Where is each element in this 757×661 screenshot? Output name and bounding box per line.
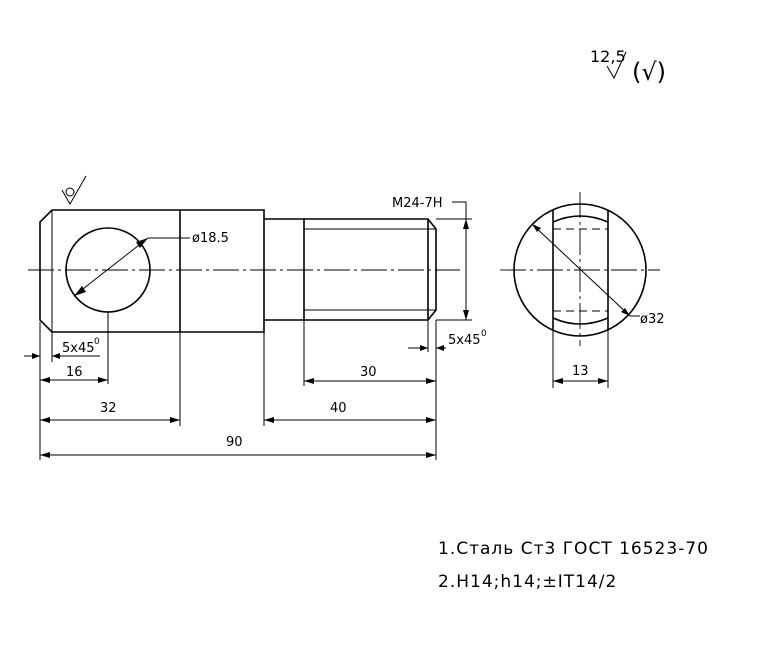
dim-40-label: 40 — [330, 401, 347, 416]
roughness-value: 12,5 — [590, 47, 626, 66]
dim-30-label: 30 — [360, 365, 377, 380]
chamfer-right-degree: 0 — [481, 329, 487, 339]
dim-30-arrow-2 — [426, 378, 436, 384]
thread-arrow-bottom — [463, 310, 469, 320]
dim-16-label: 16 — [66, 365, 83, 380]
dim-90-arrow-1 — [40, 452, 50, 458]
dimension-30: 30 — [304, 365, 436, 384]
dimension-32: 32 — [40, 401, 180, 423]
dim-30-arrow-1 — [304, 378, 314, 384]
chamfer-right-label: 5x45 — [448, 333, 481, 348]
dim-90-arrow-2 — [426, 452, 436, 458]
dim-16-arrow-2 — [98, 377, 108, 383]
general-roughness-symbol: 12,5 (√) — [590, 47, 666, 86]
thread-outline — [304, 218, 437, 321]
chamfer-left-label: 5x45 — [62, 341, 95, 356]
chamfer-right-dimension: 5x45 0 — [408, 320, 487, 352]
dim-32-label: 32 — [100, 401, 117, 416]
dim-90-label: 90 — [226, 435, 243, 450]
dimension-90: 90 — [40, 435, 436, 458]
hole-arrow-1 — [74, 286, 86, 296]
section-diameter-line — [531, 223, 631, 317]
surface-circle-icon — [65, 187, 75, 197]
chamfer-left-degree: 0 — [94, 337, 100, 347]
dimension-40: 40 — [264, 401, 436, 423]
head-outline — [39, 209, 265, 333]
surface-roughness-sign — [61, 175, 87, 206]
roughness-check-icon — [606, 51, 627, 80]
section-arrow-1 — [532, 224, 541, 232]
hole-arrow-2 — [136, 238, 148, 248]
dim-40-arrow-1 — [264, 417, 274, 423]
chamfer-left-arrow-1 — [32, 353, 40, 359]
note-tolerances: 2.H14;h14;±IT14/2 — [438, 572, 617, 592]
section-outer-circle — [513, 203, 647, 337]
chamfer-left-arrow-2 — [52, 353, 60, 359]
thread-arrow-top — [463, 219, 469, 229]
surface-check-icon — [61, 175, 87, 206]
section-arc-bottom — [552, 317, 609, 325]
section-view: ø32 13 — [500, 192, 665, 388]
dim-32-arrow-1 — [40, 417, 50, 423]
technical-notes: 1.Сталь Ст3 ГОСТ 16523-70 2.H14;h14;±IT1… — [438, 539, 709, 592]
chamfer-right-arrow-2 — [436, 345, 444, 351]
section-dim-arrow-2 — [598, 378, 608, 384]
thread-label: M24-7H — [392, 196, 443, 211]
hole-diameter-dimension: ø18.5 — [73, 231, 229, 297]
dim-32-arrow-2 — [170, 417, 180, 423]
thread-dimension: M24-7H — [392, 196, 472, 321]
section-arrow-2 — [621, 308, 630, 316]
note-material: 1.Сталь Ст3 ГОСТ 16523-70 — [438, 539, 709, 559]
section-arc-top — [552, 215, 609, 223]
chamfer-right-arrow-1 — [420, 345, 428, 351]
dimension-16: 16 — [40, 365, 108, 383]
section-dim-arrow-1 — [553, 378, 563, 384]
dim-16-arrow-1 — [40, 377, 50, 383]
section-flat-label: 13 — [572, 364, 589, 379]
hole-diameter-label: ø18.5 — [192, 231, 229, 246]
dim-40-arrow-2 — [426, 417, 436, 423]
section-diameter-label: ø32 — [640, 312, 665, 327]
roughness-bracket-symbol: (√) — [632, 58, 666, 86]
chamfer-left-dimension: 5x45 0 — [24, 322, 100, 362]
shank-outline — [264, 218, 305, 321]
hole-diameter-line — [73, 237, 149, 297]
